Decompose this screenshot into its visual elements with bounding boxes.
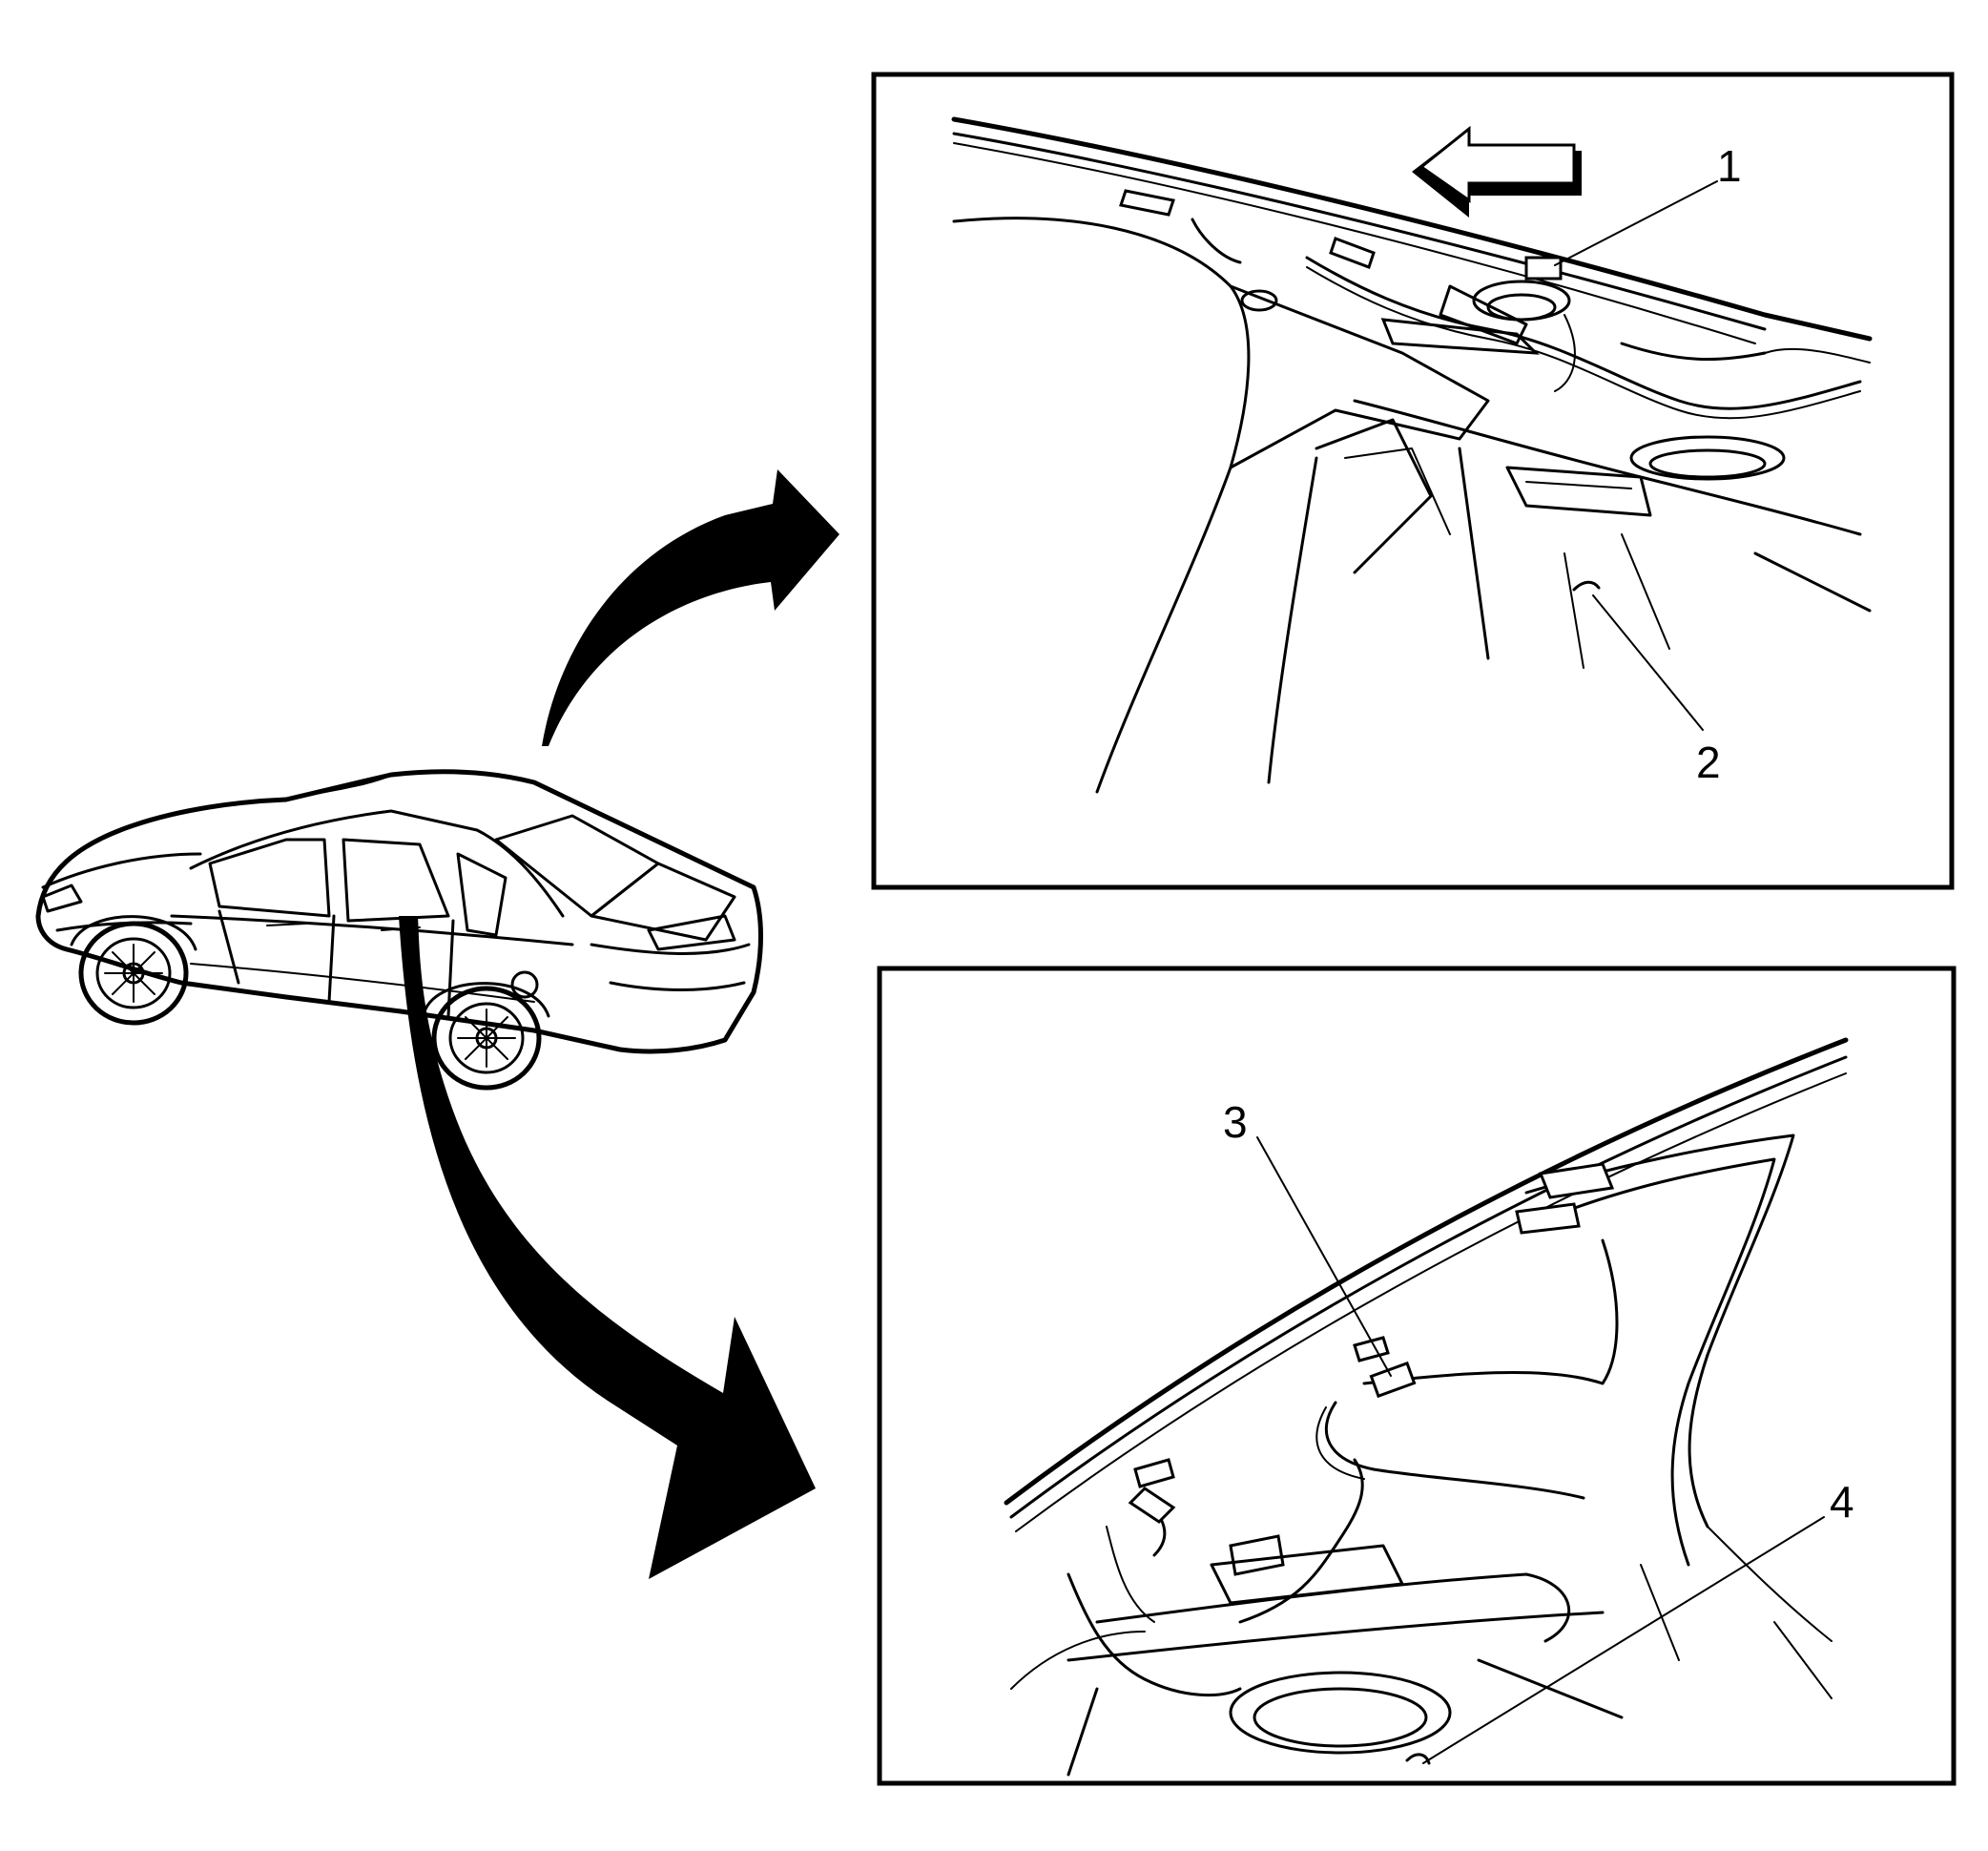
callout-3: 3 [1223,1097,1248,1147]
callout-2: 2 [1696,738,1721,787]
callout-4: 4 [1830,1477,1854,1527]
upper-detail-frame [871,72,1955,890]
direction-arrow-icon [1412,125,1582,218]
pointer-arrow-icon [399,469,839,1579]
upper-detail-drawing [951,116,1873,794]
callout-1: 1 [1717,141,1742,191]
lower-detail-frame [877,966,1957,1786]
lower-detail-drawing [1004,1037,1849,1777]
vehicle-overview-icon [35,769,763,1091]
